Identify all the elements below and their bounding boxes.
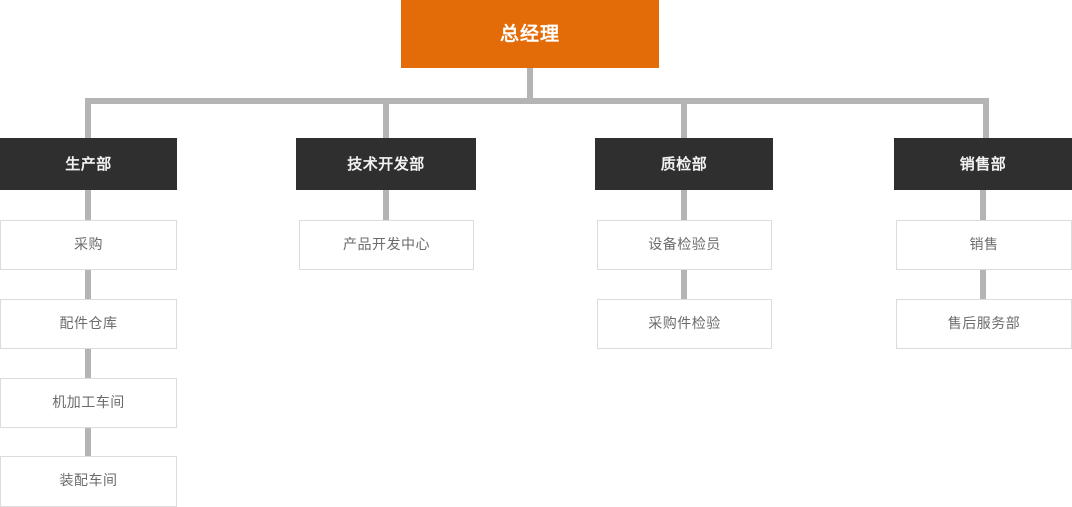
node-sub-machining-workshop-label: 机加工车间 xyxy=(52,394,125,411)
node-sub-equipment-inspector[interactable]: 设备检验员 xyxy=(597,220,772,270)
connector-drop-3 xyxy=(681,98,687,138)
connector-sales-1 xyxy=(980,190,986,220)
node-dept-production-label: 生产部 xyxy=(65,155,112,173)
node-sub-assembly-workshop[interactable]: 装配车间 xyxy=(0,456,177,507)
connector-production-4 xyxy=(85,428,91,456)
node-sub-equipment-inspector-label: 设备检验员 xyxy=(648,236,721,253)
connector-production-3 xyxy=(85,349,91,378)
node-sub-purchased-parts-inspection-label: 采购件检验 xyxy=(648,315,721,332)
connector-quality-2 xyxy=(681,270,687,299)
node-dept-sales-label: 销售部 xyxy=(959,155,1007,173)
node-sub-product-development-center[interactable]: 产品开发中心 xyxy=(299,220,474,270)
node-sub-procurement-label: 采购 xyxy=(74,236,103,253)
node-sub-sales-label: 销售 xyxy=(969,236,999,253)
node-root-label: 总经理 xyxy=(499,22,560,45)
connector-bus xyxy=(85,98,989,104)
connector-quality-1 xyxy=(681,190,687,220)
connector-drop-1 xyxy=(85,98,91,138)
connector-drop-4 xyxy=(983,98,989,138)
node-sub-after-sales-service[interactable]: 售后服务部 xyxy=(896,299,1072,349)
node-root[interactable]: 总经理 xyxy=(401,0,659,68)
connector-drop-2 xyxy=(383,98,389,138)
connector-production-1 xyxy=(85,190,91,220)
connector-production-2 xyxy=(85,270,91,299)
node-sub-parts-warehouse-label: 配件仓库 xyxy=(59,315,118,332)
node-sub-parts-warehouse[interactable]: 配件仓库 xyxy=(0,299,177,349)
node-dept-quality-inspection[interactable]: 质检部 xyxy=(595,138,773,190)
node-dept-technical-development[interactable]: 技术开发部 xyxy=(296,138,476,190)
node-dept-technical-development-label: 技术开发部 xyxy=(347,155,425,173)
node-dept-sales[interactable]: 销售部 xyxy=(894,138,1072,190)
node-dept-production[interactable]: 生产部 xyxy=(0,138,177,190)
node-dept-quality-inspection-label: 质检部 xyxy=(660,155,708,173)
node-sub-product-development-center-label: 产品开发中心 xyxy=(343,236,430,253)
node-sub-after-sales-service-label: 售后服务部 xyxy=(947,315,1021,332)
node-sub-purchased-parts-inspection[interactable]: 采购件检验 xyxy=(597,299,772,349)
node-sub-sales[interactable]: 销售 xyxy=(896,220,1072,270)
connector-root-stem xyxy=(527,68,533,101)
node-sub-procurement[interactable]: 采购 xyxy=(0,220,177,270)
connector-sales-2 xyxy=(980,270,986,299)
connector-technical-1 xyxy=(383,190,389,220)
node-sub-machining-workshop[interactable]: 机加工车间 xyxy=(0,378,177,428)
node-sub-assembly-workshop-label: 装配车间 xyxy=(59,473,118,490)
